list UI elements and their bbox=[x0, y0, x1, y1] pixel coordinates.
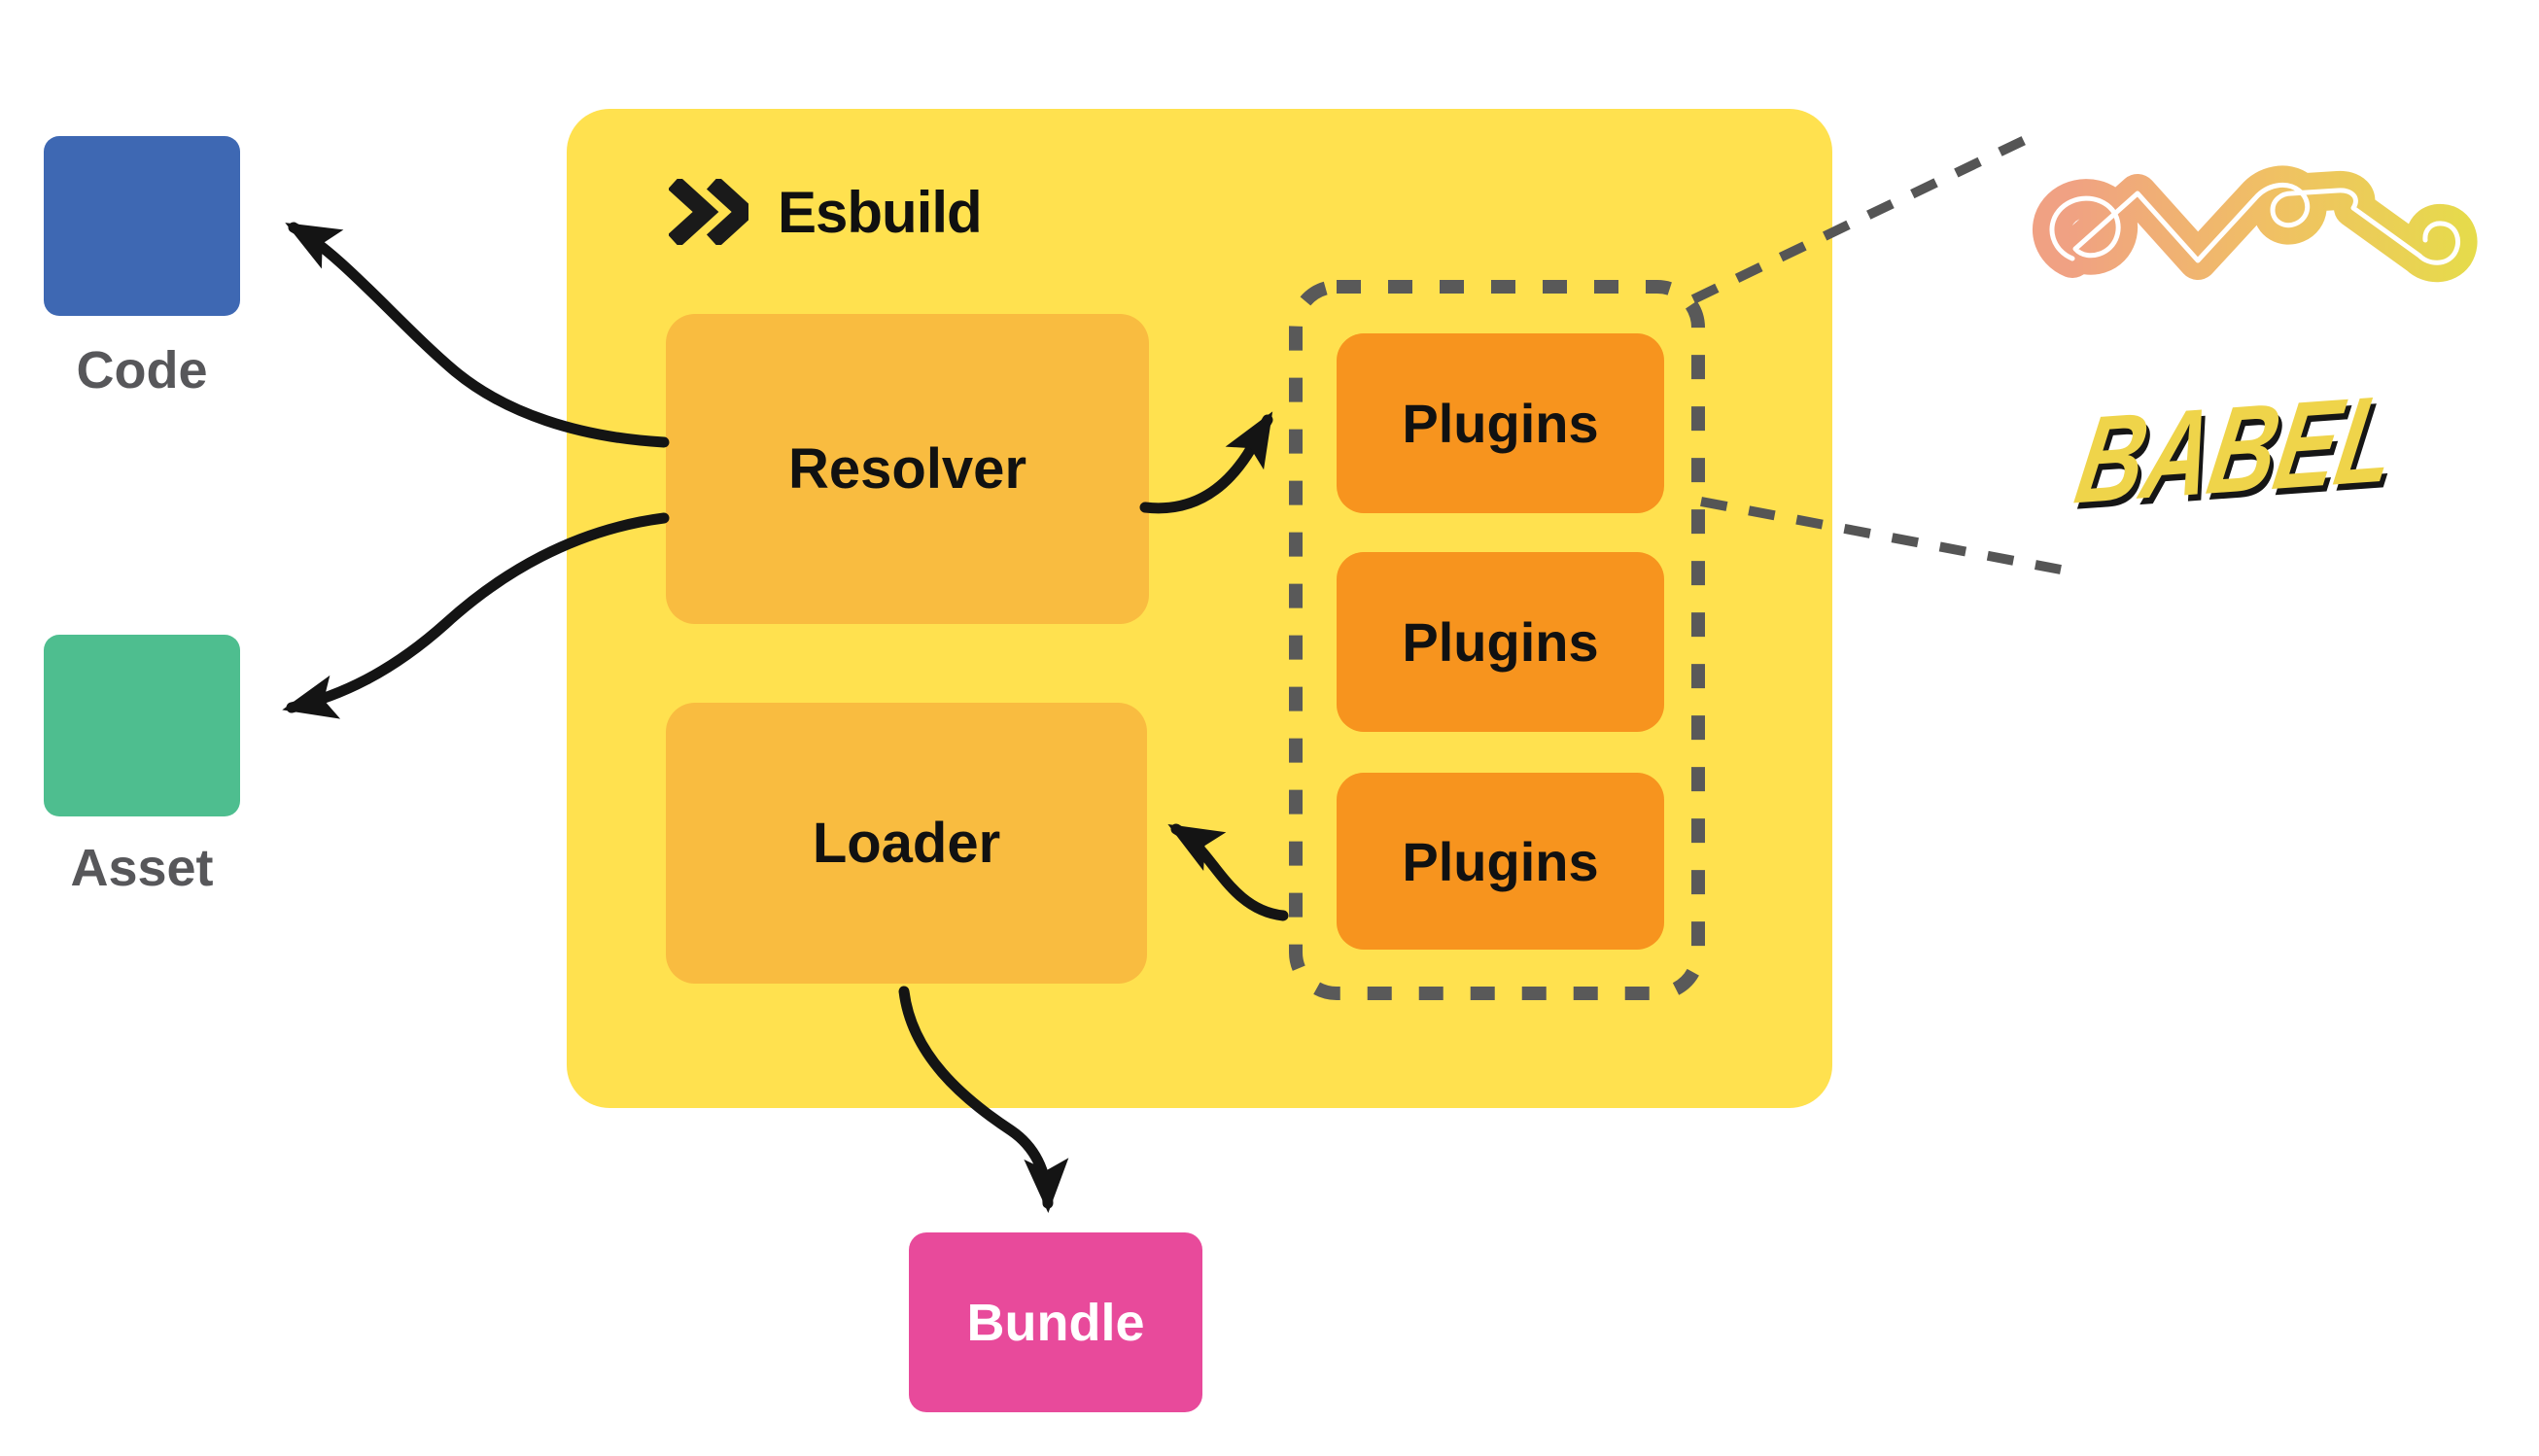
bundle-label: Bundle bbox=[966, 1293, 1145, 1352]
resolver-label: Resolver bbox=[787, 437, 1027, 501]
plugins-label-1: Plugins bbox=[1402, 393, 1599, 454]
asset-node bbox=[44, 635, 240, 816]
plugins-node-3: Plugins bbox=[1337, 773, 1664, 950]
asset-label: Asset bbox=[70, 839, 214, 897]
swc-logo bbox=[2033, 165, 2478, 283]
plugins-label-3: Plugins bbox=[1402, 830, 1599, 892]
loader-label: Loader bbox=[812, 812, 1001, 875]
plugins-node-2: Plugins bbox=[1337, 552, 1664, 732]
esbuild-title: Esbuild bbox=[778, 179, 983, 245]
code-label: Code bbox=[76, 341, 208, 399]
esbuild-header: Esbuild bbox=[669, 175, 983, 249]
plugins-label-2: Plugins bbox=[1402, 611, 1599, 673]
resolver-node: Resolver bbox=[666, 314, 1149, 624]
code-node bbox=[44, 136, 240, 316]
bundle-node: Bundle bbox=[909, 1232, 1202, 1412]
plugins-node-1: Plugins bbox=[1337, 333, 1664, 513]
loader-node: Loader bbox=[666, 703, 1147, 984]
double-chevron-right-icon bbox=[669, 179, 748, 245]
babel-logo: BABEL bbox=[2067, 368, 2407, 531]
